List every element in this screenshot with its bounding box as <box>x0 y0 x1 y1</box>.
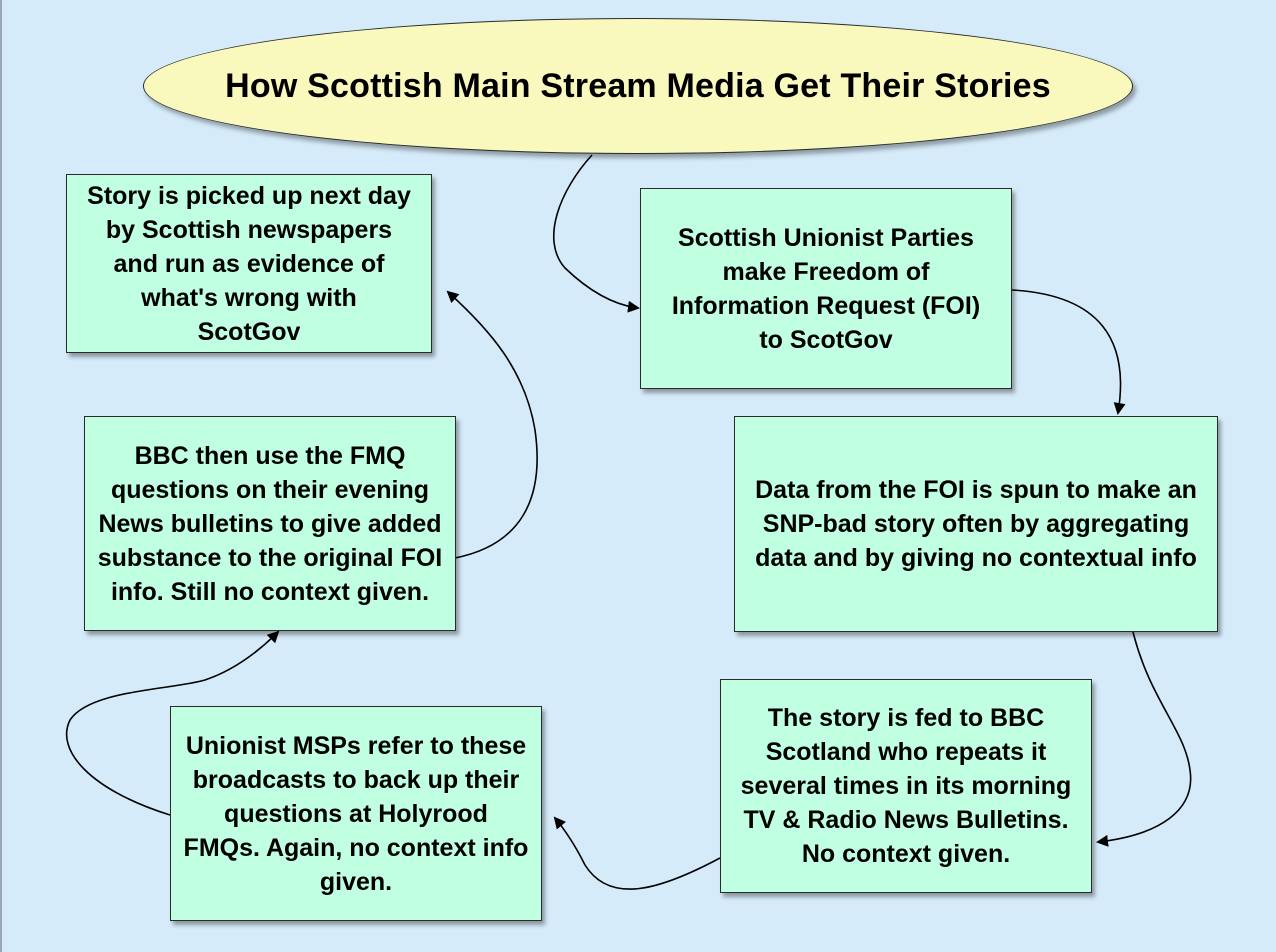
node-newspapers: Story is picked up next day by Scottish … <box>66 174 432 353</box>
node-msps-fmqs: Unionist MSPs refer to these broadcasts … <box>170 706 542 921</box>
node-foi-request-text: Scottish Unionist Parties make Freedom o… <box>671 223 981 354</box>
node-bbc-scotland: The story is fed to BBC Scotland who rep… <box>720 679 1092 893</box>
node-bbc-evening-text: BBC then use the FMQ questions on their … <box>97 441 443 606</box>
canvas-left-edge <box>0 0 2 952</box>
arrow-data-to-bbc-scotland <box>1096 631 1192 847</box>
arrow-bbc-scotland-to-msps <box>553 816 721 890</box>
node-data-spun: Data from the FOI is spun to make an SNP… <box>734 416 1218 632</box>
arrow-title-to-foi <box>552 154 640 313</box>
title-ellipse: How Scottish Main Stream Media Get Their… <box>143 18 1133 154</box>
arrow-foi-to-data <box>1011 289 1126 415</box>
node-foi-request: Scottish Unionist Parties make Freedom o… <box>640 188 1012 389</box>
node-newspapers-text: Story is picked up next day by Scottish … <box>87 181 411 346</box>
node-bbc-evening: BBC then use the FMQ questions on their … <box>84 416 456 631</box>
node-data-spun-text: Data from the FOI is spun to make an SNP… <box>755 476 1197 572</box>
arrow-bbc-evening-to-newspapers <box>446 290 538 559</box>
node-msps-fmqs-text: Unionist MSPs refer to these broadcasts … <box>183 731 529 896</box>
node-bbc-scotland-text: The story is fed to BBC Scotland who rep… <box>740 704 1072 868</box>
diagram-title: How Scottish Main Stream Media Get Their… <box>225 66 1051 105</box>
